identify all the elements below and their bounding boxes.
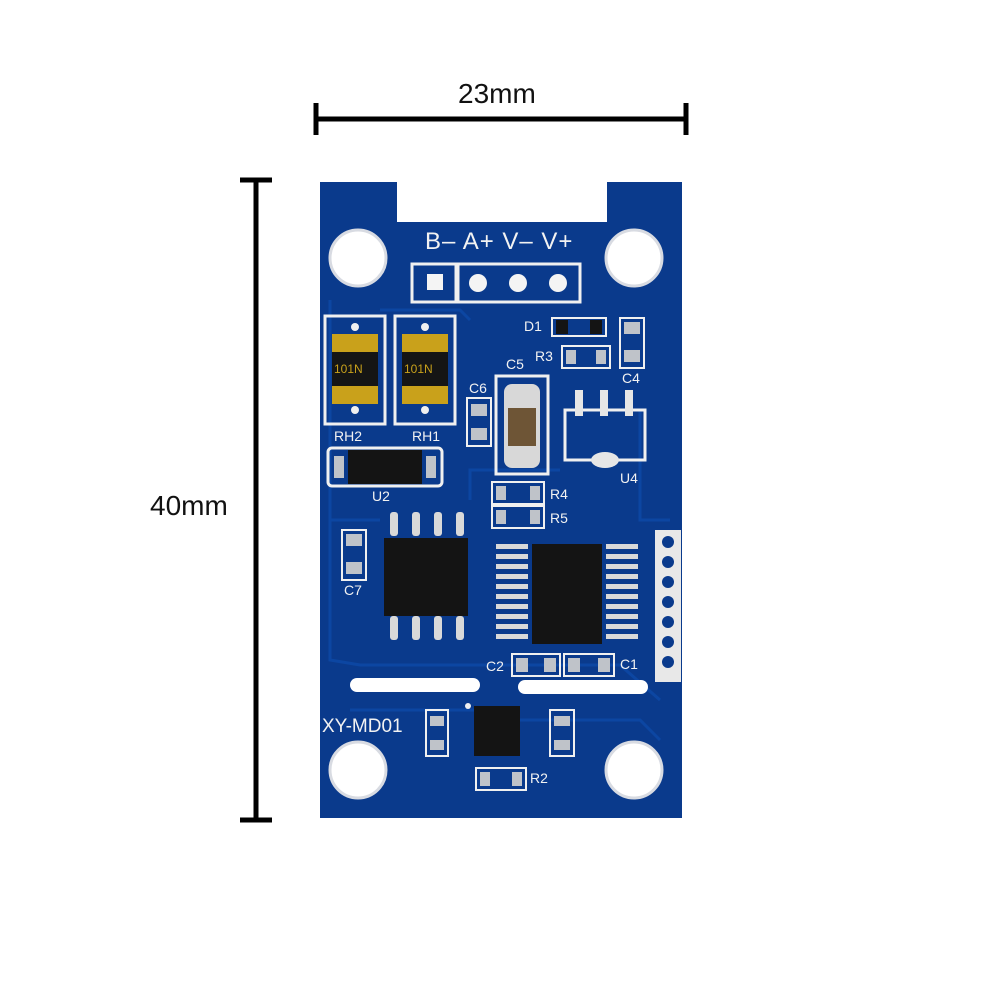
diode-d1: [551, 317, 607, 337]
resistor-r2: [475, 767, 527, 791]
resistor-r3: [561, 345, 611, 369]
label-d1: D1: [524, 318, 542, 334]
header-pin-labels: B– A+ V– V+: [425, 228, 574, 255]
height-dimension-label: 40mm: [150, 490, 228, 521]
label-rh2: RH2: [334, 428, 363, 444]
label-r2: R2: [530, 770, 548, 786]
label-r4: R4: [550, 486, 568, 502]
label-u2: U2: [372, 488, 390, 504]
height-dimension-line: [240, 177, 272, 823]
label-c2: C2: [486, 658, 504, 674]
component-c3: [425, 709, 449, 757]
resistor-rh1-marking: 101N: [404, 362, 433, 376]
resistor-rh1: [393, 314, 457, 426]
label-u4: U4: [620, 470, 638, 486]
resistor-rh2-marking: 101N: [334, 362, 363, 376]
chip-u4: [563, 390, 647, 468]
label-c5: C5: [506, 356, 524, 372]
chip-tssop-left-pins: [496, 544, 528, 639]
label-c6: C6: [469, 380, 487, 396]
side-pads: [655, 530, 681, 682]
resistor-r5: [491, 505, 545, 529]
capacitor-c1: [563, 653, 615, 677]
resistor-rh2: [323, 314, 387, 426]
label-c4: C4: [622, 370, 640, 386]
capacitor-c2: [511, 653, 561, 677]
chip-soic8: [384, 512, 468, 640]
label-r5: R5: [550, 510, 568, 526]
label-c7: C7: [344, 582, 362, 598]
chip-tssop-right-pins: [606, 544, 638, 639]
capacitor-c7: [341, 529, 367, 581]
mounting-holes: [328, 228, 664, 800]
label-rh1: RH1: [412, 428, 441, 444]
header-pins: [410, 262, 582, 304]
isolation-slots: [350, 678, 648, 694]
capacitor-c4: [619, 317, 645, 369]
resistor-r1: [549, 709, 575, 757]
width-dimension-label: 23mm: [458, 78, 536, 109]
width-dimension-line: [313, 103, 689, 135]
capacitor-c6: [466, 397, 492, 447]
capacitor-c5: [494, 374, 550, 476]
chip-u2: [326, 446, 444, 488]
label-c1: C1: [620, 656, 638, 672]
board-model-label: XY-MD01: [322, 716, 403, 737]
resistor-r4: [491, 481, 545, 505]
sensor-chip: [465, 703, 520, 756]
chip-tssop: [496, 544, 638, 644]
label-r3: R3: [535, 348, 553, 364]
